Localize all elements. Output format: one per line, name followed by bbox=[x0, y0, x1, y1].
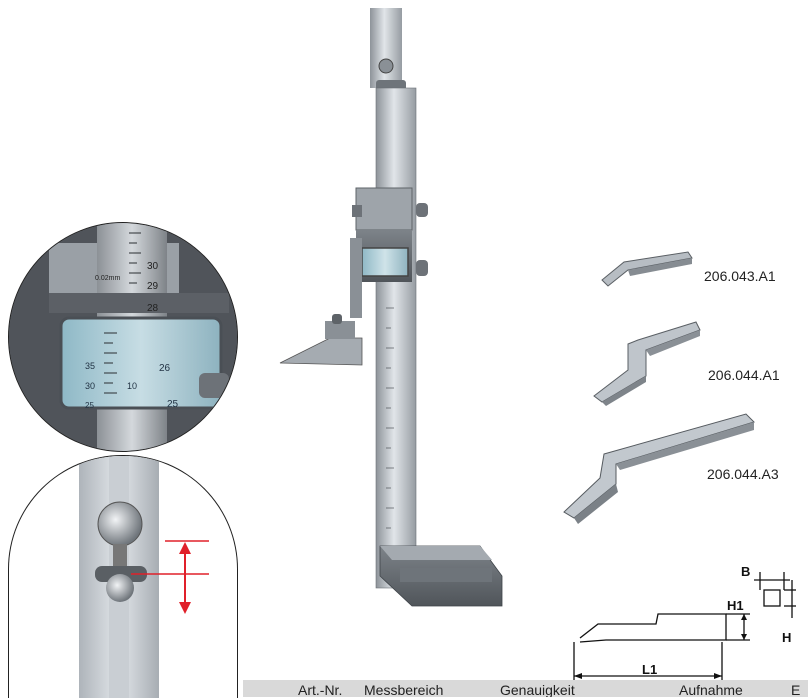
vernier-label-10: 10 bbox=[127, 381, 138, 391]
resolution-label: 0.02mm bbox=[95, 275, 121, 282]
scale-label-30: 30 bbox=[147, 261, 159, 272]
height-gauge-illustration bbox=[279, 8, 503, 607]
dimension-b-label: B bbox=[741, 564, 751, 579]
vernier-detail-illustration bbox=[9, 223, 237, 451]
col-e: E bbox=[791, 682, 801, 697]
accessory-206-044-a3-illustration bbox=[563, 413, 755, 524]
accessory-code-3: 206.044.A3 bbox=[707, 466, 779, 482]
col-aufnahme: Aufnahme bbox=[679, 682, 743, 697]
vernier-label-25b: 25 bbox=[85, 401, 94, 410]
vernier-label-26: 26 bbox=[159, 363, 171, 374]
spec-table-header: Art.-Nr. Messbereich Genauigkeit Aufnahm… bbox=[243, 680, 808, 697]
scale-label-29: 29 bbox=[147, 281, 159, 292]
accessory-code-2: 206.044.A1 bbox=[708, 367, 780, 383]
vernier-label-35: 35 bbox=[85, 361, 96, 371]
accessory-206-043-a1-illustration bbox=[601, 251, 693, 287]
col-messbereich: Messbereich bbox=[364, 682, 444, 697]
accessory-code-1: 206.043.A1 bbox=[704, 268, 776, 284]
dimension-l1-label: L1 bbox=[642, 662, 658, 677]
dimension-h1-label: H1 bbox=[727, 598, 744, 613]
col-art-nr: Art.-Nr. bbox=[298, 682, 343, 697]
col-genauigkeit: Genauigkeit bbox=[500, 682, 575, 697]
scale-label-28: 28 bbox=[147, 303, 159, 314]
dimension-h-label: H bbox=[782, 630, 792, 645]
vernier-label-25: 25 bbox=[167, 399, 179, 410]
vernier-detail-circle: 30 29 28 0.02mm 35 30 10 26 25 25 bbox=[8, 222, 238, 452]
fine-adjust-detail-circle bbox=[8, 455, 238, 698]
accessory-206-044-a1-illustration bbox=[593, 321, 701, 406]
dimension-drawing bbox=[573, 572, 796, 682]
vernier-label-30: 30 bbox=[85, 381, 96, 391]
fine-adjust-illustration bbox=[79, 456, 209, 698]
